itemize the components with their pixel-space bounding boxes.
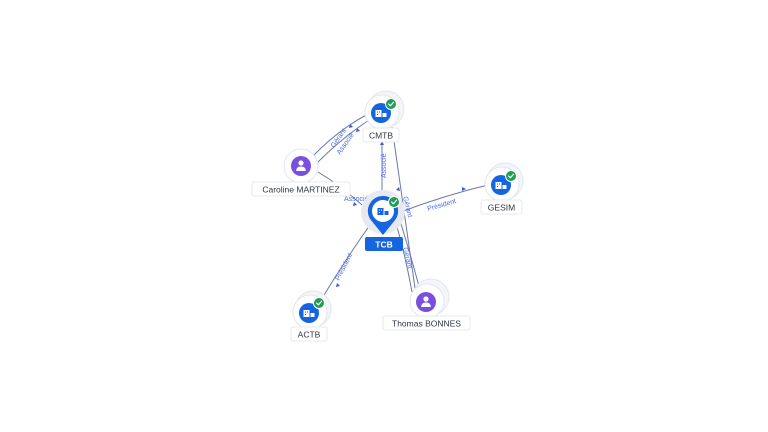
person-icon (421, 296, 431, 307)
edge-tcb-gesim (397, 183, 493, 214)
person-node-caroline[interactable]: Caroline MARTINEZ (251, 148, 351, 197)
arrow-icon (349, 124, 353, 128)
edge-label-thomas-tcb-2: Gérant (401, 247, 413, 270)
node-label-box (382, 315, 471, 331)
node-label-box (365, 237, 403, 251)
arrow-icon (396, 187, 400, 191)
node-label-gesim: GESIM (488, 203, 515, 213)
arrow-icon (336, 283, 340, 287)
node-label-box (290, 326, 328, 342)
node-label-cmtb: CMTB (369, 131, 393, 141)
arrow-icon (356, 128, 360, 132)
company-node-actb[interactable]: ACTB (290, 290, 332, 342)
company-node-gesim[interactable]: GESIM (480, 162, 524, 215)
check-badge-icon (505, 170, 517, 182)
building-icon (375, 110, 387, 117)
arrow-icon (380, 141, 384, 145)
building-icon (303, 310, 315, 317)
check-badge-icon (313, 297, 325, 309)
edge-label-caroline-tcb: Associé (344, 196, 369, 203)
check-badge-icon (388, 196, 400, 208)
node-label-box (480, 199, 523, 215)
arrow-icon (353, 202, 357, 206)
node-label-box (251, 181, 351, 197)
check-badge-icon (385, 98, 397, 110)
company-node-cmtb[interactable]: CMTB (362, 90, 405, 143)
person-node-thomas[interactable]: Thomas BONNES (382, 278, 471, 331)
arrow-icon (462, 187, 466, 191)
node-label-thomas: Thomas BONNES (392, 319, 461, 329)
edge-label-thomas-tcb-1: Gérant (401, 196, 413, 219)
building-icon (377, 208, 389, 215)
edge-label-tcb-gesim: Président (427, 198, 457, 213)
edge-label-tcb-cmtb: Associé (381, 153, 388, 178)
node-label-caroline: Caroline MARTINEZ (262, 185, 339, 195)
person-core (416, 292, 436, 312)
person-icon (296, 160, 306, 171)
edge-label-tcb-actb: Président (335, 252, 355, 282)
node-label-tcb: TCB (375, 240, 392, 250)
person-core (291, 156, 311, 176)
center-node-tcb[interactable]: TCB (361, 190, 405, 251)
building-icon (495, 182, 507, 189)
node-label-box (362, 127, 400, 143)
node-label-actb: ACTB (298, 330, 321, 340)
edge-arrows (336, 124, 466, 287)
